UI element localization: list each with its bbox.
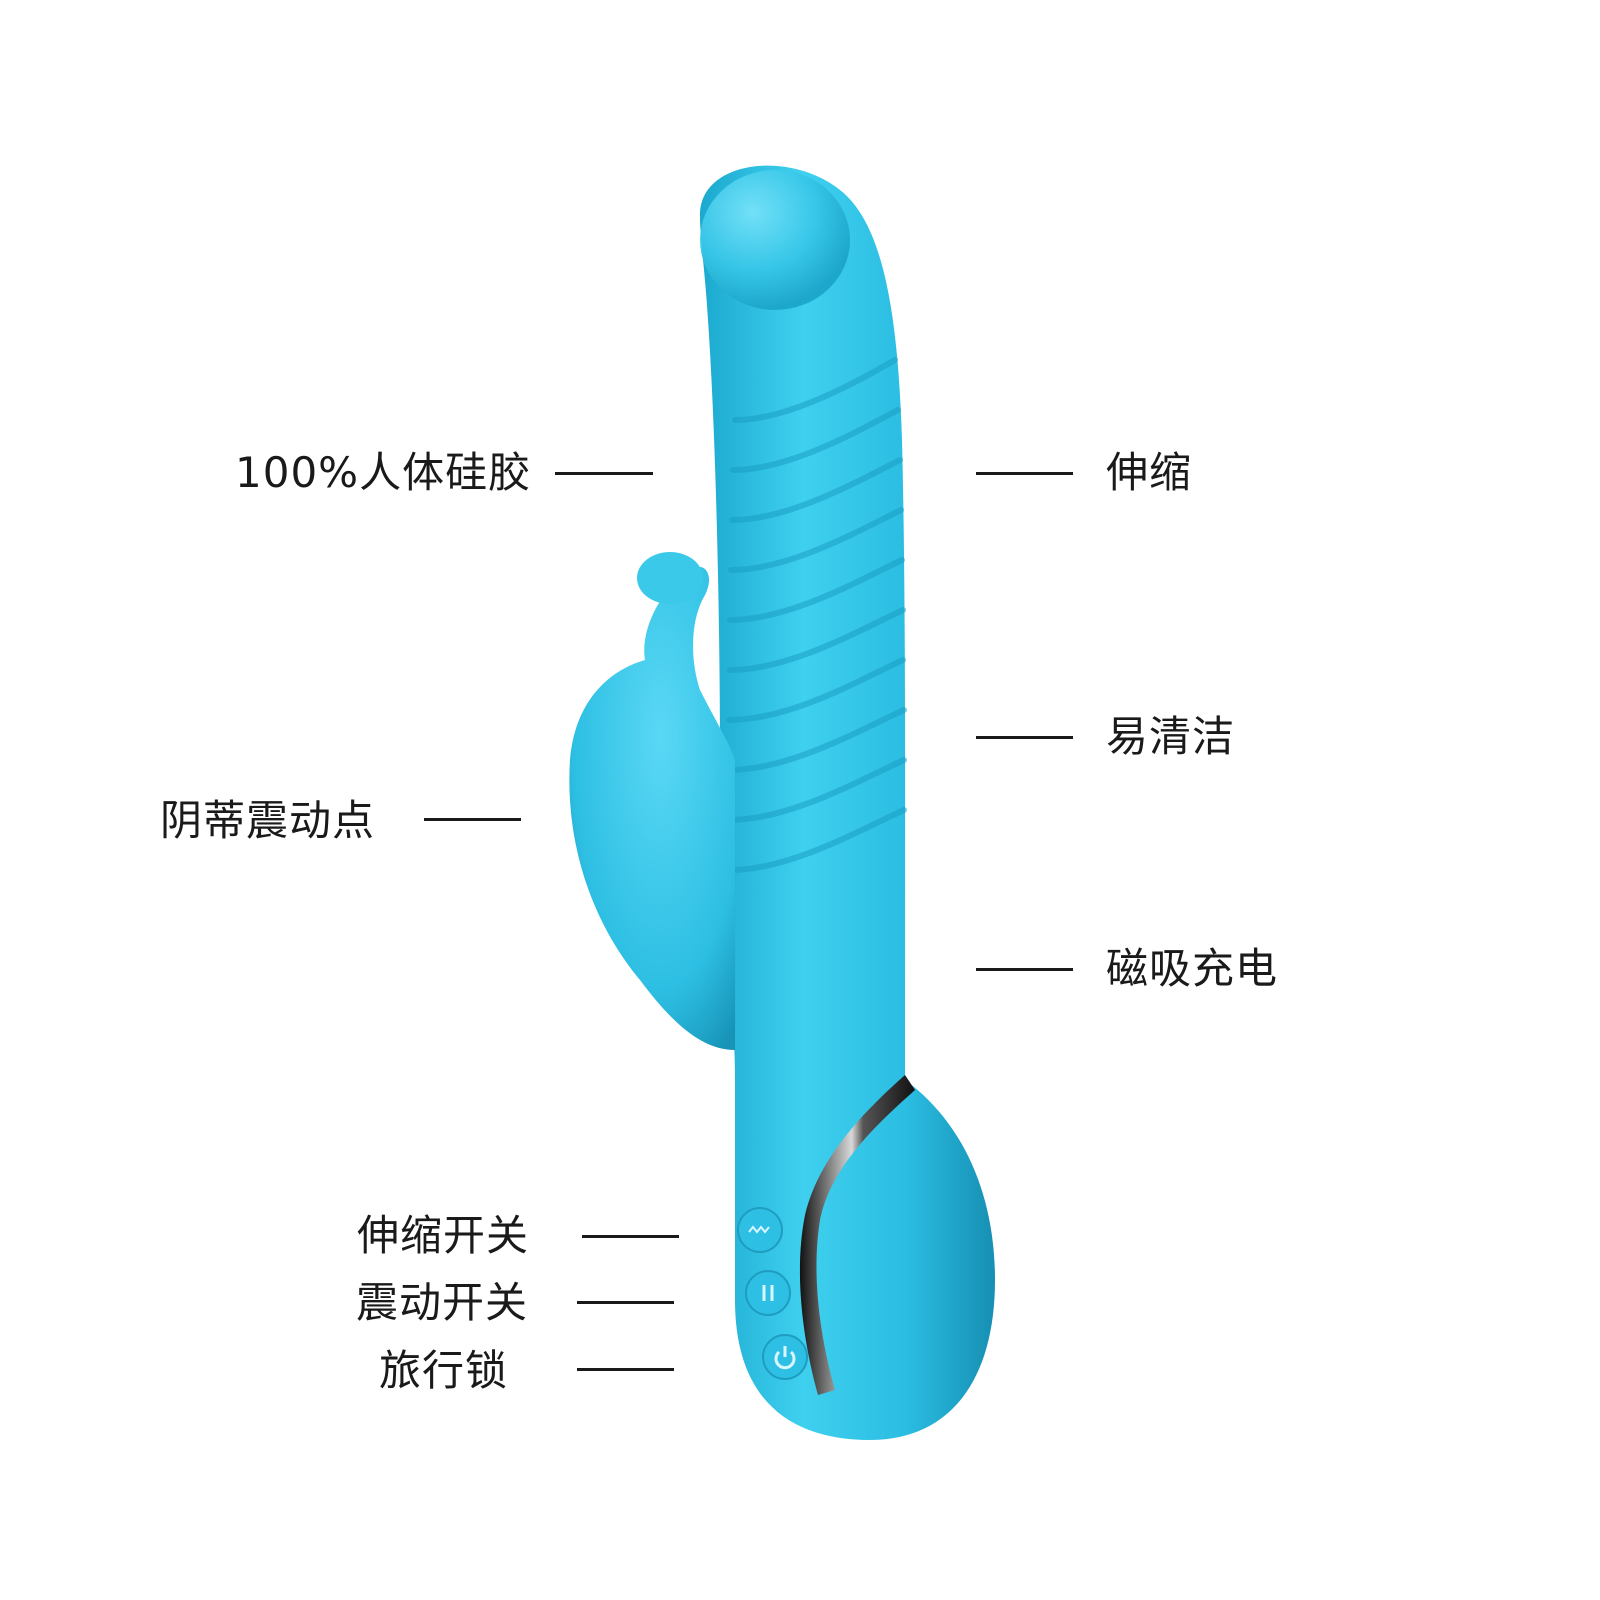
leader-clitoral [424,818,521,821]
label-easy-clean: 易清洁 [1106,712,1236,761]
power-icon [774,1346,796,1370]
thrust-button[interactable] [737,1207,783,1253]
shaft [700,165,995,1440]
leader-easy-clean [976,736,1073,739]
leader-magnetic-charge [976,968,1073,971]
label-travel-lock: 旅行锁 [379,1346,509,1395]
leader-telescopic [976,472,1073,475]
wave-icon [748,1225,770,1234]
tip-highlight [700,170,850,310]
leader-travel-lock [577,1368,674,1371]
chrome-trim [799,1075,915,1395]
leader-material [555,472,653,475]
label-telescopic: 伸缩 [1106,448,1193,497]
label-thrust-button: 伸缩开关 [357,1211,530,1260]
label-clitoral: 阴蒂震动点 [160,796,376,845]
leader-thrust-button [582,1235,679,1238]
label-material: 100%人体硅胶 [235,448,532,497]
product-body [569,165,995,1440]
label-magnetic-charge: 磁吸充电 [1106,944,1279,993]
spiral-ribs [726,357,907,873]
pause-icon [762,1285,774,1301]
arm-tip [637,552,703,604]
clitoral-arm [569,566,735,1050]
label-vibration-button: 震动开关 [356,1278,529,1327]
vibration-button[interactable] [745,1270,791,1316]
leader-vibration-button [577,1301,674,1304]
